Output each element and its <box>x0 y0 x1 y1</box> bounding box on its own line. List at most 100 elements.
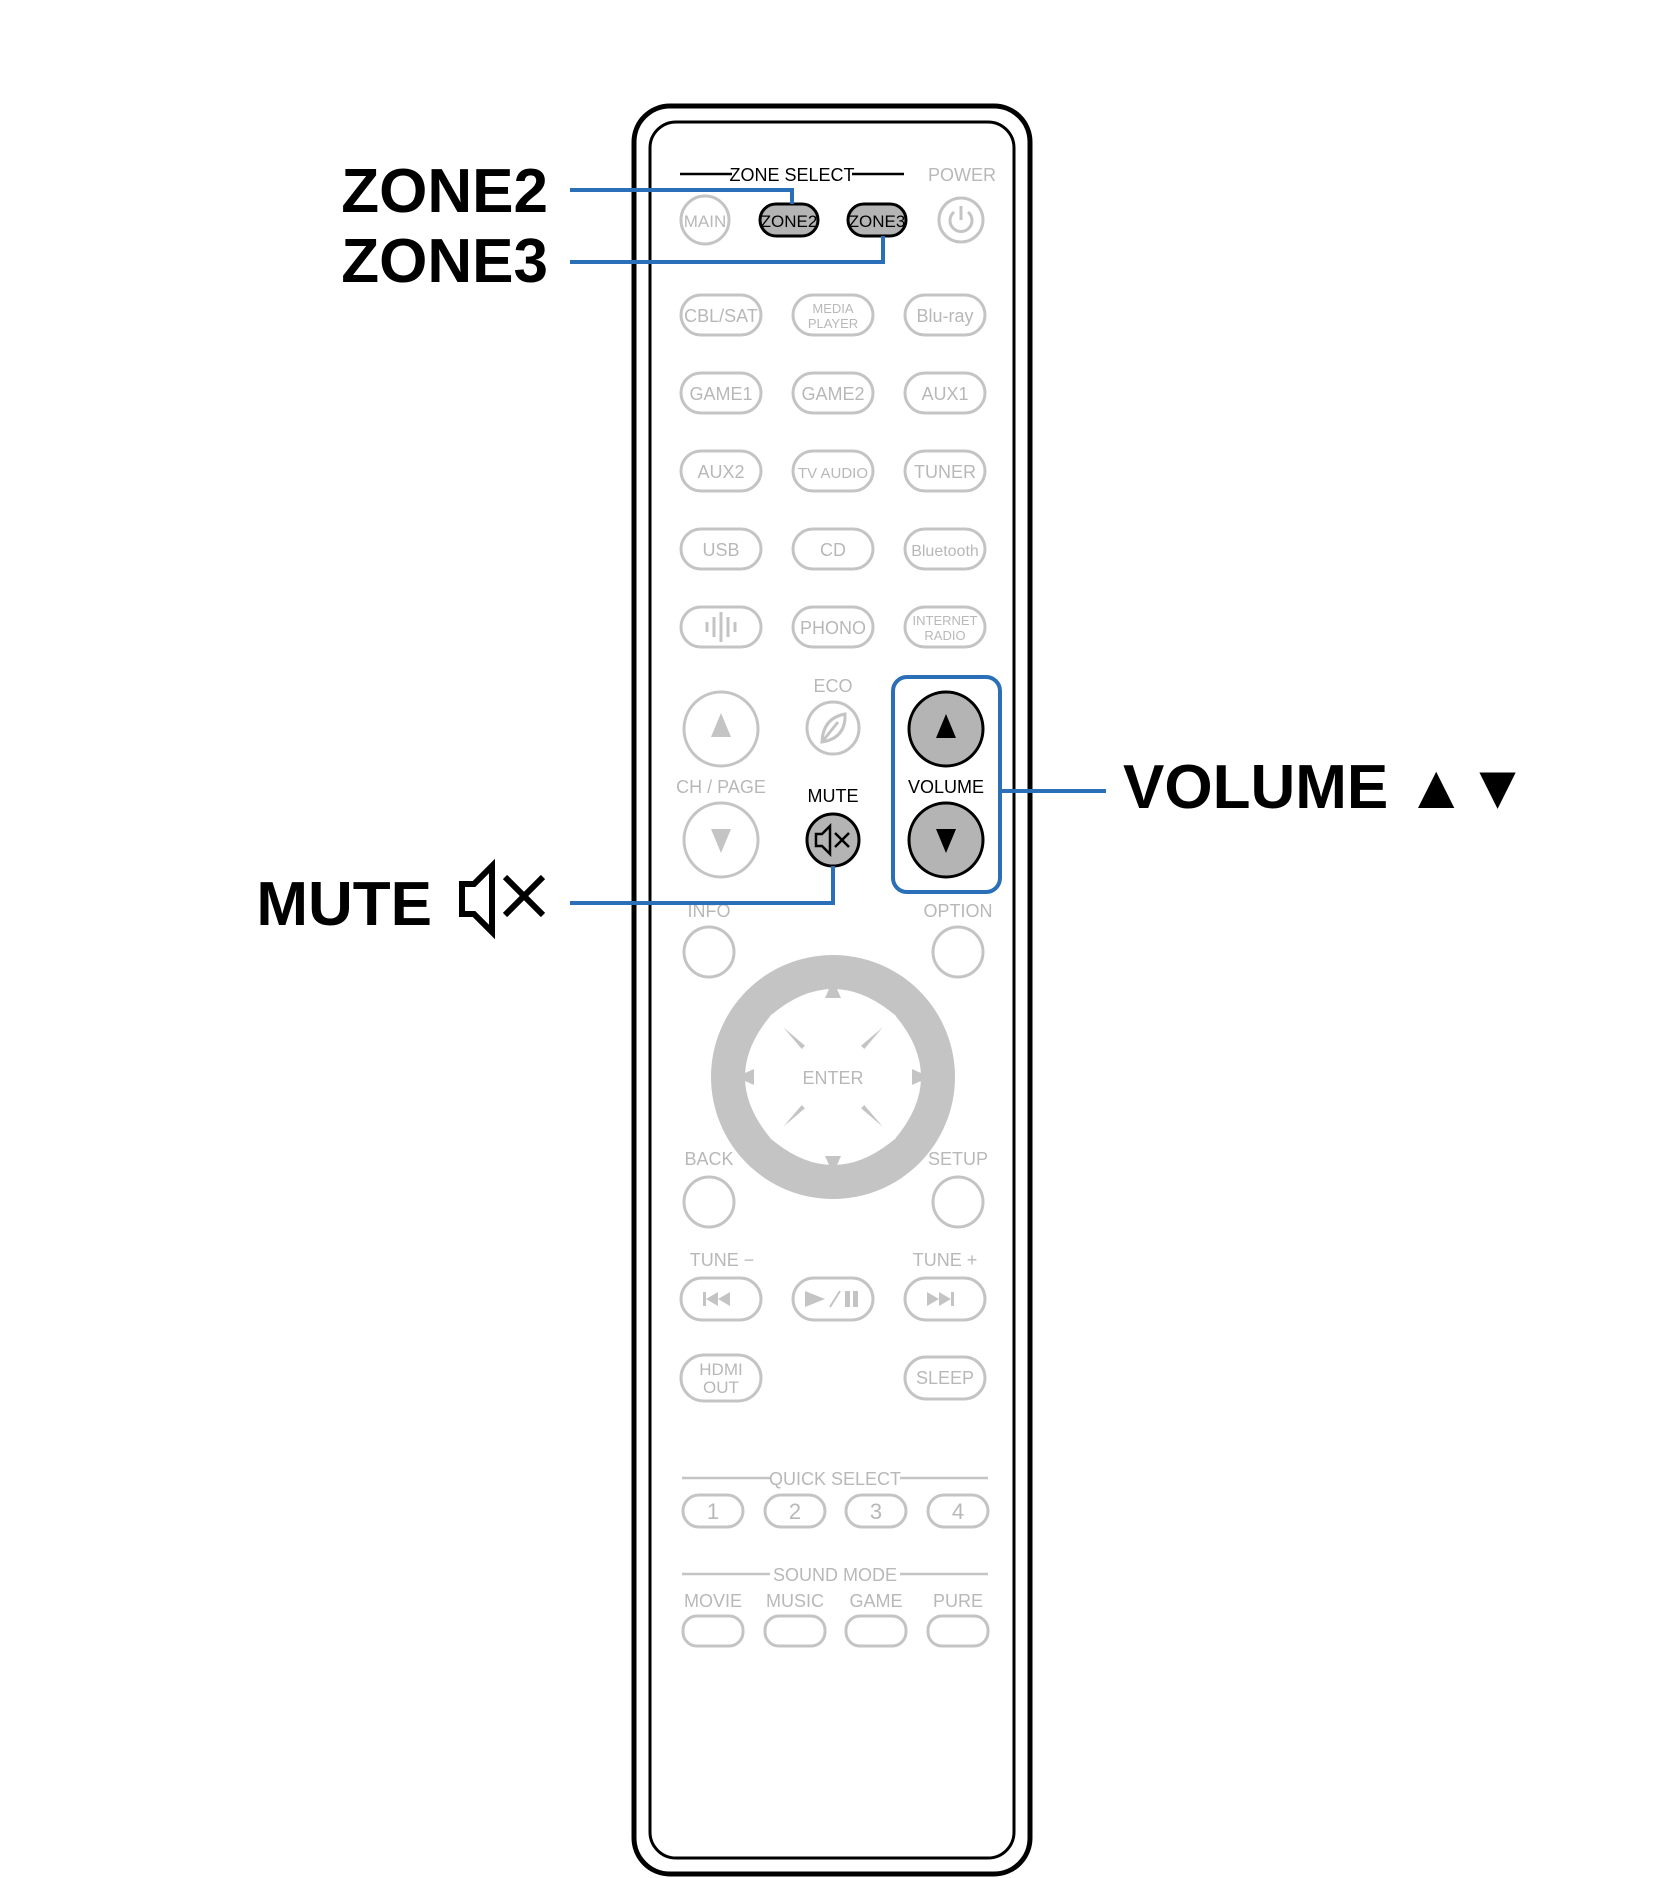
mode-movie-label: MOVIE <box>684 1591 742 1611</box>
play-pause-button[interactable] <box>791 1276 875 1322</box>
main-button[interactable]: MAIN <box>679 194 731 246</box>
source-media-player-label-1: MEDIA <box>812 301 854 316</box>
eco-button[interactable] <box>805 700 861 756</box>
source-usb-button[interactable]: USB <box>679 527 763 571</box>
mode-music-button[interactable] <box>763 1614 827 1648</box>
volume-up-button[interactable] <box>907 690 985 768</box>
enter-button[interactable]: ENTER <box>791 1035 875 1119</box>
dpad-down-button[interactable] <box>770 1104 896 1174</box>
triangle-up-icon <box>825 980 841 998</box>
main-button-label: MAIN <box>684 212 727 231</box>
quick-select-1-button[interactable]: 1 <box>681 1493 745 1529</box>
eco-label: ECO <box>813 676 852 696</box>
remote-inner-body <box>648 120 1016 1860</box>
source-aux2-button[interactable]: AUX2 <box>679 449 763 493</box>
triangle-up-icon <box>936 714 956 738</box>
tune-minus-label: TUNE − <box>690 1250 755 1270</box>
source-game1-button[interactable]: GAME1 <box>679 371 763 415</box>
quick-select-4-button[interactable]: 4 <box>926 1493 990 1529</box>
source-tv-audio-button[interactable]: TV AUDIO <box>791 449 875 493</box>
mode-game-button[interactable] <box>844 1614 908 1648</box>
quick-select-3-button[interactable]: 3 <box>844 1493 908 1529</box>
back-button[interactable] <box>682 1175 736 1229</box>
ch-page-down-button[interactable] <box>682 801 760 879</box>
power-label: POWER <box>928 165 996 185</box>
leaf-icon <box>820 712 847 744</box>
quick-select-3-label: 3 <box>870 1499 882 1524</box>
source-tuner-button[interactable]: TUNER <box>903 449 987 493</box>
source-aux1-button[interactable]: AUX1 <box>903 371 987 415</box>
triangle-down-icon <box>711 829 731 853</box>
triangle-up-icon <box>711 713 731 737</box>
source-media-player-label-2: PLAYER <box>808 316 858 331</box>
zone3-button-label: ZONE3 <box>849 212 906 231</box>
source-tuner-label: TUNER <box>914 462 976 482</box>
sleep-button[interactable]: SLEEP <box>903 1355 987 1401</box>
source-heos-button[interactable] <box>679 605 763 649</box>
info-label: INFO <box>688 901 731 921</box>
ch-page-label: CH / PAGE <box>676 777 766 797</box>
source-bluetooth-label: Bluetooth <box>911 543 979 560</box>
play-pause-icon <box>805 1290 858 1308</box>
source-media-player-button[interactable]: MEDIA PLAYER <box>791 293 875 337</box>
hdmi-out-label-2: OUT <box>703 1378 739 1397</box>
source-cd-button[interactable]: CD <box>791 527 875 571</box>
mode-music-label: MUSIC <box>766 1591 824 1611</box>
zone2-leader-line <box>570 188 794 204</box>
previous-button[interactable] <box>679 1276 763 1322</box>
ch-page-up-button[interactable] <box>682 690 760 768</box>
sound-mode-label: SOUND MODE <box>773 1565 897 1585</box>
sleep-label: SLEEP <box>916 1368 974 1388</box>
zone2-callout: ZONE2 <box>341 157 548 226</box>
volume-highlight-box <box>891 675 1002 894</box>
triangle-right-icon <box>912 1069 930 1085</box>
zone3-button[interactable]: ZONE3 <box>846 202 908 238</box>
mode-movie-button[interactable] <box>681 1614 745 1648</box>
zone3-leader-line <box>570 236 885 264</box>
source-tv-audio-label: TV AUDIO <box>798 465 868 482</box>
source-internet-radio-button[interactable]: INTERNET RADIO <box>903 605 987 649</box>
zone2-button-label: ZONE2 <box>761 212 818 231</box>
volume-down-button[interactable] <box>907 801 985 879</box>
mode-pure-button[interactable] <box>926 1614 990 1648</box>
dpad-right-button[interactable] <box>860 1014 930 1140</box>
quick-select-2-button[interactable]: 2 <box>763 1493 827 1529</box>
source-bluray-button[interactable]: Blu-ray <box>903 293 987 337</box>
tune-plus-label: TUNE + <box>913 1250 978 1270</box>
mute-icon <box>814 822 850 858</box>
setup-button[interactable] <box>931 1175 985 1229</box>
source-internet-radio-label-2: RADIO <box>924 628 965 643</box>
next-button[interactable] <box>903 1276 987 1322</box>
quick-select-1-label: 1 <box>707 1499 719 1524</box>
source-phono-label: PHONO <box>800 618 866 638</box>
source-game2-label: GAME2 <box>801 384 864 404</box>
mode-pure-label: PURE <box>933 1591 983 1611</box>
dpad-up-button[interactable] <box>770 980 896 1050</box>
triangle-down-icon <box>825 1156 841 1174</box>
hdmi-out-label-1: HDMI <box>699 1360 742 1379</box>
zone2-button[interactable]: ZONE2 <box>758 202 820 238</box>
source-game2-button[interactable]: GAME2 <box>791 371 875 415</box>
skip-back-icon <box>703 1292 730 1306</box>
volume-callout: VOLUME ▲▼ <box>1123 753 1528 822</box>
heos-icon <box>705 612 737 642</box>
dpad-left-button[interactable] <box>736 1014 806 1140</box>
mode-game-label: GAME <box>849 1591 902 1611</box>
hdmi-out-button[interactable]: HDMI OUT <box>679 1353 763 1403</box>
source-bluetooth-button[interactable]: Bluetooth <box>903 527 987 571</box>
source-cd-label: CD <box>820 540 846 560</box>
mute-callout: MUTE <box>256 870 432 939</box>
option-button[interactable] <box>931 925 985 979</box>
source-aux1-label: AUX1 <box>921 384 968 404</box>
triangle-down-icon <box>936 829 956 853</box>
source-bluray-label: Blu-ray <box>916 306 973 326</box>
source-aux2-label: AUX2 <box>697 462 744 482</box>
zone-select-label: ZONE SELECT <box>729 165 854 185</box>
source-phono-button[interactable]: PHONO <box>791 605 875 649</box>
power-button[interactable] <box>937 196 985 244</box>
info-button[interactable] <box>682 925 736 979</box>
source-cbl-sat-button[interactable]: CBL/SAT <box>679 293 763 337</box>
mute-button[interactable] <box>805 812 861 868</box>
zone3-callout: ZONE3 <box>341 227 548 296</box>
